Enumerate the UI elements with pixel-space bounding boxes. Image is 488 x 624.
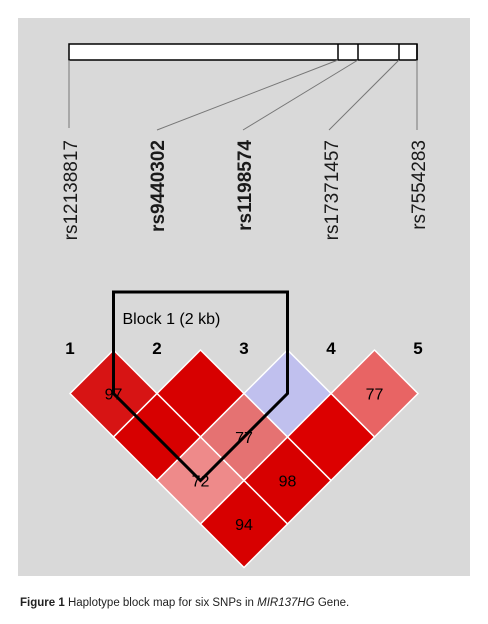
snp-index-label: 5 [413, 339, 422, 358]
gene-bar [68, 43, 418, 61]
snp-connector-line [242, 59, 359, 131]
gene-bar-rect [68, 43, 418, 61]
ld-value-label: 77 [366, 387, 384, 404]
snp-index-label: 1 [65, 339, 74, 358]
snp-index-labels: 1 2 3 4 5 [65, 339, 422, 358]
haplotype-block: Block 1 (2 kb) [112, 290, 289, 483]
snp-connector-line [156, 59, 339, 131]
ld-cell [199, 479, 289, 569]
haplotype-diagram: rs12138817 rs9440302 rs1198574 rs17371457 rs… [61, 43, 430, 569]
snp-index-label: 3 [239, 339, 248, 358]
ld-value-label: 98 [279, 474, 297, 491]
snp-id-label: rs7554283 [409, 140, 430, 230]
snp-connector-line [328, 59, 400, 131]
haplotype-figure: rs12138817 rs9440302 rs1198574 rs17371457 rs… [18, 18, 470, 576]
snp-id-label: rs12138817 [61, 140, 82, 240]
block-label: Block 1 (2 kb) [123, 311, 221, 328]
ld-value-label: 94 [235, 517, 253, 534]
block-outline [112, 290, 289, 483]
snp-index-label: 2 [152, 339, 161, 358]
snp-id-label: rs9440302 [148, 140, 169, 232]
snp-connectors [68, 59, 418, 131]
figure-caption: Figure 1 Haplotype block map for six SNP… [20, 597, 480, 609]
caption-text-end: Gene. [314, 597, 350, 609]
caption-text: Haplotype block map for six SNPs in [67, 597, 258, 609]
caption-gene: MIR137HG [257, 597, 315, 609]
snp-index-label: 4 [326, 339, 336, 358]
snp-id-label: rs1198574 [235, 140, 256, 231]
caption-label: Figure 1 [20, 597, 65, 609]
snp-id-label: rs17371457 [322, 140, 343, 240]
snp-labels: rs12138817 rs9440302 rs1198574 rs17371457 rs… [61, 140, 430, 241]
